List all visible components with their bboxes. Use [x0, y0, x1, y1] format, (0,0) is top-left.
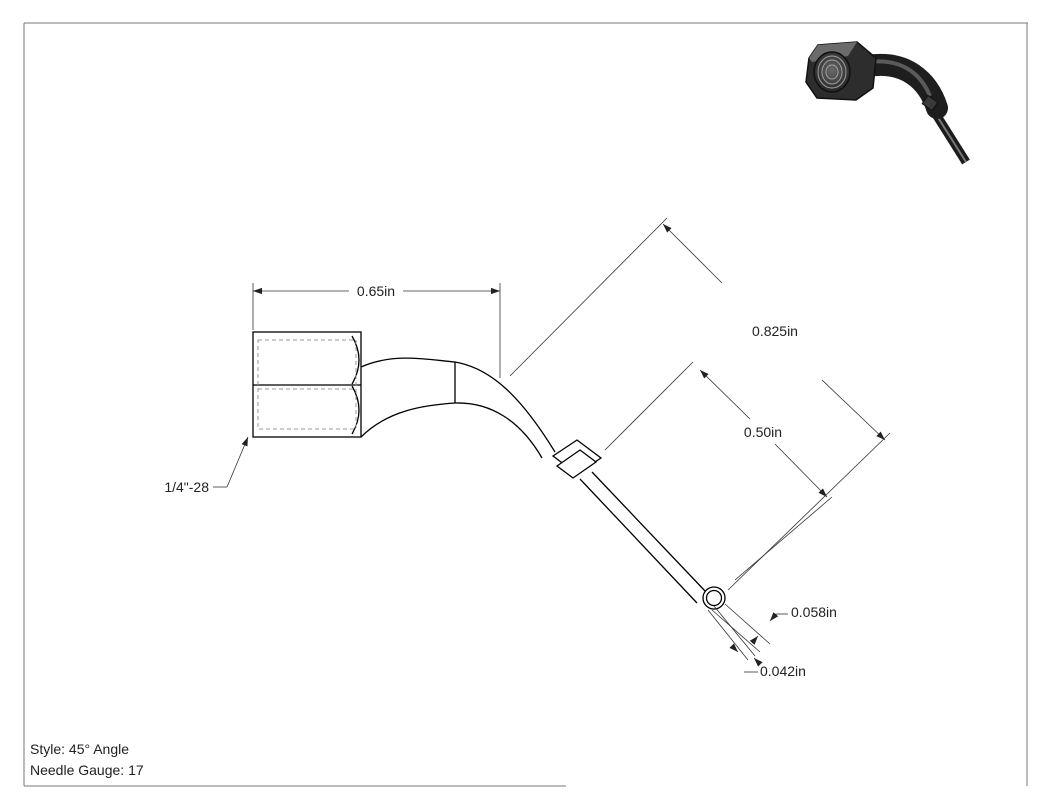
thread-leader — [213, 436, 249, 488]
dim-needle-length — [604, 361, 833, 581]
dim-nut-length-label: 0.65in — [357, 283, 395, 299]
needle — [591, 471, 707, 593]
thread-callout-label: 1/4"-28 — [164, 479, 209, 495]
style-note: Style: 45° Angle — [30, 741, 129, 757]
drawing-frame — [23, 22, 1028, 787]
dim-needle-length-label: 0.50in — [744, 424, 782, 440]
dim-outer-diameter-label: 0.058in — [791, 604, 837, 620]
dim-total-length-label: 0.825in — [752, 323, 798, 339]
isometric-thumbnail — [805, 41, 970, 165]
dim-total-length — [509, 217, 891, 591]
dim-inner-diameter — [707, 605, 763, 673]
thread-hidden-lines — [257, 339, 357, 430]
dim-inner-diameter-label: 0.042in — [760, 663, 806, 679]
gauge-note: Needle Gauge: 17 — [30, 762, 144, 778]
dim-nut-length — [252, 283, 501, 378]
dim-outer-diameter — [711, 603, 788, 653]
hub-body — [360, 357, 556, 453]
part-profile — [252, 331, 726, 610]
